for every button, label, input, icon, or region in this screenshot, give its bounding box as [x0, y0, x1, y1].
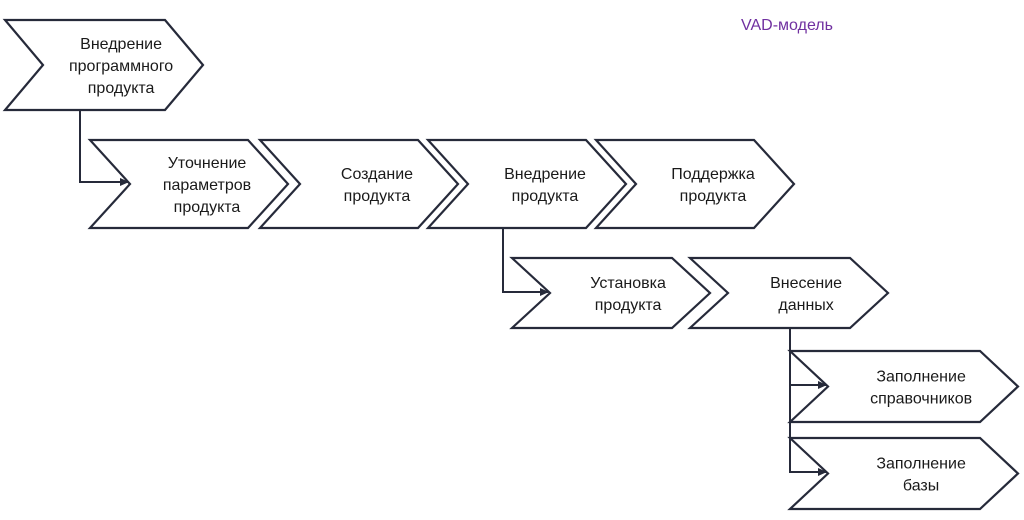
- step-label-line: продукта: [595, 297, 662, 314]
- step-label-line: Уточнение: [168, 155, 247, 172]
- step-label-line: продукта: [512, 188, 579, 205]
- step-label-line: Установка: [590, 275, 666, 292]
- chevron-shape: [787, 436, 1020, 511]
- chevron-shape: [787, 349, 1020, 424]
- step-label-line: Внедрение: [80, 36, 162, 53]
- connector-root-specify: [79, 110, 129, 186]
- step-label-line: Создание: [341, 166, 413, 183]
- process-step-create: Создание продукта: [257, 138, 460, 230]
- step-label-line: Заполнение: [876, 456, 966, 473]
- step-label-line: базы: [903, 478, 939, 495]
- step-label-line: справочников: [870, 391, 972, 408]
- step-label-line: продукта: [344, 188, 411, 205]
- step-label-line: продукта: [88, 80, 155, 97]
- diagram-title: VAD-модель: [741, 17, 833, 34]
- chevron-shape: [425, 138, 628, 230]
- process-step-install: Установка продукта: [509, 256, 712, 330]
- process-step-root: Внедрение программного продукта: [2, 18, 205, 112]
- chevrons: ВнедрениепрограммногопродуктаУточнениепа…: [2, 18, 1020, 511]
- step-label-line: продукта: [174, 199, 241, 216]
- process-step-specify: Уточнение параметров продукта: [87, 138, 290, 230]
- step-label-line: параметров: [163, 177, 251, 194]
- process-step-data-entry: Внесение данных: [687, 256, 890, 330]
- step-label-line: Заполнение: [876, 369, 966, 386]
- step-label-line: Внедрение: [504, 166, 586, 183]
- chevron-shape: [2, 18, 205, 112]
- process-step-implement: Внедрение продукта: [425, 138, 628, 230]
- chevron-shape: [593, 138, 796, 230]
- connectors: [79, 110, 827, 476]
- chevron-shape: [687, 256, 890, 330]
- chevron-shape: [87, 138, 290, 230]
- chevron-shape: [257, 138, 460, 230]
- step-label-line: Поддержка: [671, 166, 755, 183]
- process-step-fill-db: Заполнение базы: [787, 436, 1020, 511]
- step-label-line: данных: [778, 297, 833, 314]
- chevron-shape: [509, 256, 712, 330]
- connector-data-entry-fill-db: [789, 385, 827, 476]
- process-step-fill-refs: Заполнение справочников: [787, 349, 1020, 424]
- step-label-line: Внесение: [770, 275, 842, 292]
- process-step-support: Поддержка продукта: [593, 138, 796, 230]
- step-label-line: продукта: [680, 188, 747, 205]
- connector-implement-install: [502, 228, 549, 296]
- step-label-line: программного: [69, 58, 173, 75]
